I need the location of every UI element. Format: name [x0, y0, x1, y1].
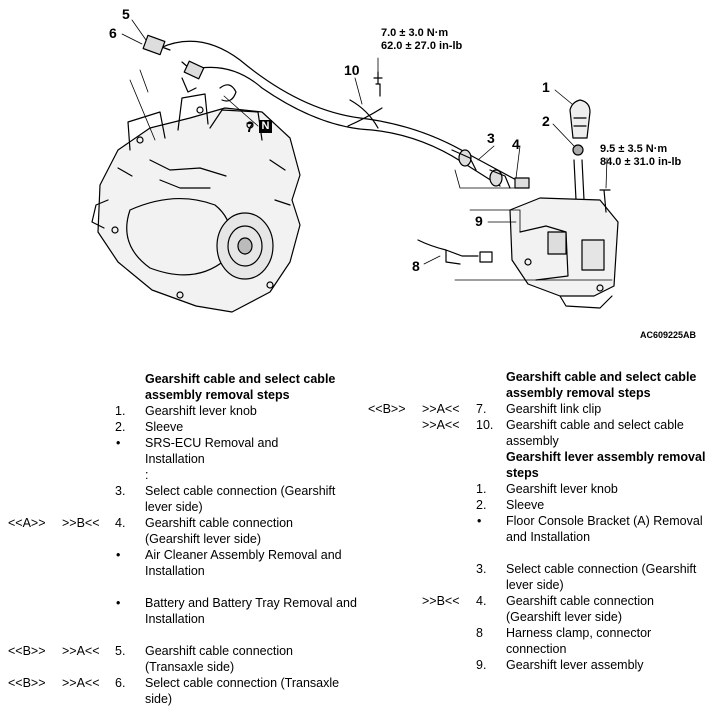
step-number: 1.: [476, 482, 487, 496]
list-item: 1. Gearshift lever knob: [0, 403, 360, 419]
ref-removal: <<B>>: [8, 644, 46, 658]
step-text: Gearshift lever assembly: [506, 658, 644, 672]
right-heading-row-2: Gearshift lever assembly removal steps: [360, 449, 715, 481]
list-item: <<B>> >>A<< 7. Gearshift link clip: [360, 401, 715, 417]
step-text: Gearshift cable connection (Gearshift le…: [506, 594, 655, 624]
callout-3: 3: [487, 130, 495, 146]
list-item: • Battery and Battery Tray Removal and I…: [0, 595, 360, 643]
harness-drawing: [417, 239, 493, 265]
torque-a-imperial: 62.0 ± 27.0 in-lb: [381, 40, 463, 52]
cables-drawing: [142, 34, 530, 189]
ref-installation: >>A<<: [62, 676, 100, 690]
list-item: 1. Gearshift lever knob: [360, 481, 715, 497]
step-text: Select cable connection (Gearshift lever…: [506, 562, 697, 592]
list-item: 9. Gearshift lever assembly: [360, 657, 715, 673]
ref-removal: <<B>>: [368, 402, 406, 416]
callout-5: 5: [122, 6, 130, 22]
list-item: • Floor Console Bracket (A) Removal and …: [360, 513, 715, 561]
callout-1: 1: [542, 79, 550, 95]
step-number: 1.: [115, 404, 126, 418]
list-item: <<B>> >>A<< 5. Gearshift cable connectio…: [0, 643, 360, 675]
step-text: Select cable connection (Transaxle side): [145, 676, 340, 706]
list-item: 2. Sleeve: [360, 497, 715, 513]
step-text: Gearshift lever knob: [506, 482, 618, 496]
list-item: >>B<< 4. Gearshift cable connection (Gea…: [360, 593, 715, 625]
left-heading-row: Gearshift cable and select cable assembl…: [0, 371, 360, 403]
transaxle-drawing: [91, 93, 301, 313]
step-number: 5.: [115, 644, 126, 658]
left-steps-column: Gearshift cable and select cable assembl…: [0, 371, 360, 707]
step-text: Air Cleaner Assembly Removal and Install…: [145, 548, 342, 578]
callout-9: 9: [475, 213, 483, 229]
bullet: •: [116, 596, 121, 610]
list-item: • SRS-ECU Removal and Installation :: [0, 435, 360, 483]
torque-spec-b: 9.5 ± 3.5 N·m 84.0 ± 31.0 in-lb: [600, 143, 681, 169]
callout-8: 8: [412, 258, 420, 274]
torque-b-imperial: 84.0 ± 31.0 in-lb: [600, 156, 682, 168]
ref-installation: >>A<<: [62, 644, 100, 658]
ref-installation: >>A<<: [422, 418, 460, 432]
left-heading: Gearshift cable and select cable assembl…: [145, 372, 336, 402]
bullet: •: [116, 548, 121, 562]
torque-spec-a: 7.0 ± 3.0 N·m 62.0 ± 27.0 in-lb: [381, 27, 462, 53]
ref-installation: >>B<<: [62, 516, 100, 530]
figure-id: AC609225AB: [640, 330, 697, 340]
ref-installation: >>B<<: [422, 594, 460, 608]
step-number: 4.: [115, 516, 126, 530]
lever-assembly-drawing: [509, 99, 619, 309]
right-heading-row-1: Gearshift cable and select cable assembl…: [360, 369, 715, 401]
bullet: •: [477, 514, 482, 528]
step-number: 3.: [115, 484, 126, 498]
list-item: 2. Sleeve: [0, 419, 360, 435]
list-item: 3. Select cable connection (Gearshift le…: [360, 561, 715, 593]
right-heading-2: Gearshift lever assembly removal steps: [506, 450, 706, 480]
leader-lines: [121, 19, 613, 281]
step-extra: :: [145, 468, 149, 482]
right-steps-column: Gearshift cable and select cable assembl…: [360, 369, 715, 673]
step-text: Sleeve: [506, 498, 545, 512]
step-text: Floor Console Bracket (A) Removal and In…: [506, 514, 703, 544]
list-item: <<B>> >>A<< 6. Select cable connection (…: [0, 675, 360, 707]
bullet: •: [116, 436, 121, 450]
ref-removal: <<B>>: [8, 676, 46, 690]
list-item: <<A>> >>B<< 4. Gearshift cable connectio…: [0, 515, 360, 547]
bolt-drawing-a: [373, 71, 383, 97]
step-number: 2.: [476, 498, 487, 512]
ref-removal: <<A>>: [8, 516, 46, 530]
step-number: 4.: [476, 594, 487, 608]
step-text: Gearshift cable and select cable assembl…: [506, 418, 684, 448]
callout-6: 6: [109, 25, 117, 41]
step-number: 6.: [115, 676, 126, 690]
step-number: 10.: [476, 418, 494, 432]
diagram-drawing: [91, 19, 619, 313]
callout-2: 2: [542, 113, 550, 129]
step-text: Gearshift link clip: [506, 402, 602, 416]
callout-7: 7: [246, 119, 254, 135]
list-item: 3. Select cable connection (Gearshift le…: [0, 483, 360, 515]
step-number: 8: [476, 626, 483, 640]
right-heading-1: Gearshift cable and select cable assembl…: [506, 370, 697, 400]
step-number: 9.: [476, 658, 487, 672]
callout-4: 4: [512, 136, 520, 152]
exploded-diagram: 5 6 10 7 N 1 2 3 4 9 8 7.0 ± 3.0 N·m 62.…: [0, 0, 715, 350]
ref-installation: >>A<<: [422, 402, 460, 416]
step-text: Select cable connection (Gearshift lever…: [145, 484, 336, 514]
list-item: 8 Harness clamp, connector connection: [360, 625, 715, 657]
torque-a-metric: 7.0 ± 3.0 N·m: [381, 27, 449, 39]
list-item: >>A<< 10. Gearshift cable and select cab…: [360, 417, 715, 449]
step-text: Gearshift lever knob: [145, 404, 257, 418]
list-item: • Air Cleaner Assembly Removal and Insta…: [0, 547, 360, 595]
step-text: Battery and Battery Tray Removal and Ins…: [145, 596, 357, 626]
step-text: SRS-ECU Removal and Installation: [145, 436, 279, 466]
n-marker: N: [259, 120, 272, 133]
step-number: 2.: [115, 420, 126, 434]
step-text: Harness clamp, connector connection: [506, 626, 652, 656]
step-number: 3.: [476, 562, 487, 576]
torque-b-metric: 9.5 ± 3.5 N·m: [600, 143, 668, 155]
step-text: Gearshift cable connection (Gearshift le…: [145, 516, 294, 546]
step-text: Sleeve: [145, 420, 184, 434]
step-number: 7.: [476, 402, 487, 416]
callout-10: 10: [344, 62, 360, 78]
step-text: Gearshift cable connection (Transaxle si…: [145, 644, 294, 674]
